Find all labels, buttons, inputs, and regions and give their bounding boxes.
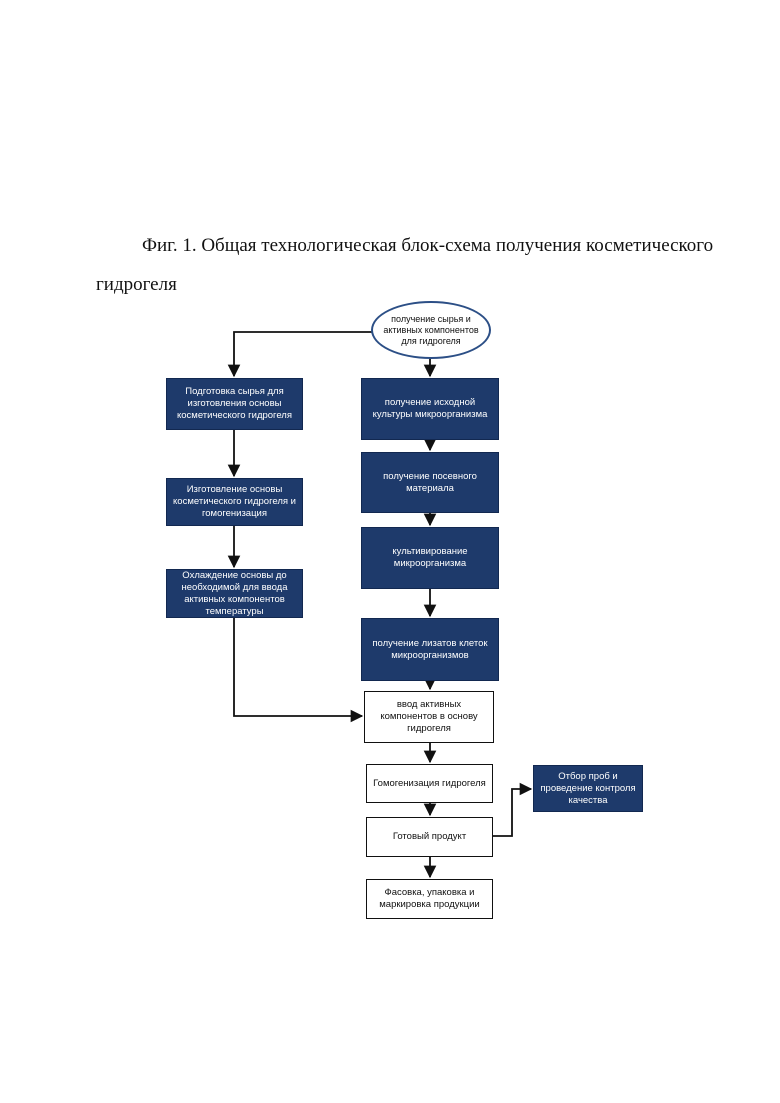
- node-seed-material: получение посевного материала: [361, 452, 499, 513]
- edge-start-to-prep: [234, 332, 373, 376]
- node-cell-lysates: получение лизатов клеток микроорганизмов: [361, 618, 499, 681]
- node-starter-culture: получение исходной культуры микроорганиз…: [361, 378, 499, 440]
- node-quality-control: Отбор проб и проведение контроля качеств…: [533, 765, 643, 812]
- node-cultivation: культивирование микроорганизма: [361, 527, 499, 589]
- node-finished-product: Готовый продукт: [366, 817, 493, 857]
- node-cool-base: Охлаждение основы до необходимой для вво…: [166, 569, 303, 618]
- edge-cool-to-introduce: [234, 618, 362, 716]
- node-prepare-raw-materials: Подготовка сырья для изготовления основы…: [166, 378, 303, 430]
- edge-product-to-qc: [493, 789, 531, 836]
- node-packaging: Фасовка, упаковка и маркировка продукции: [366, 879, 493, 919]
- node-start: получение сырья и активных компонентов д…: [371, 301, 491, 359]
- node-homogenization: Гомогенизация гидрогеля: [366, 764, 493, 803]
- node-make-base: Изготовление основы косметического гидро…: [166, 478, 303, 526]
- node-introduce-actives: ввод активных компонентов в основу гидро…: [364, 691, 494, 743]
